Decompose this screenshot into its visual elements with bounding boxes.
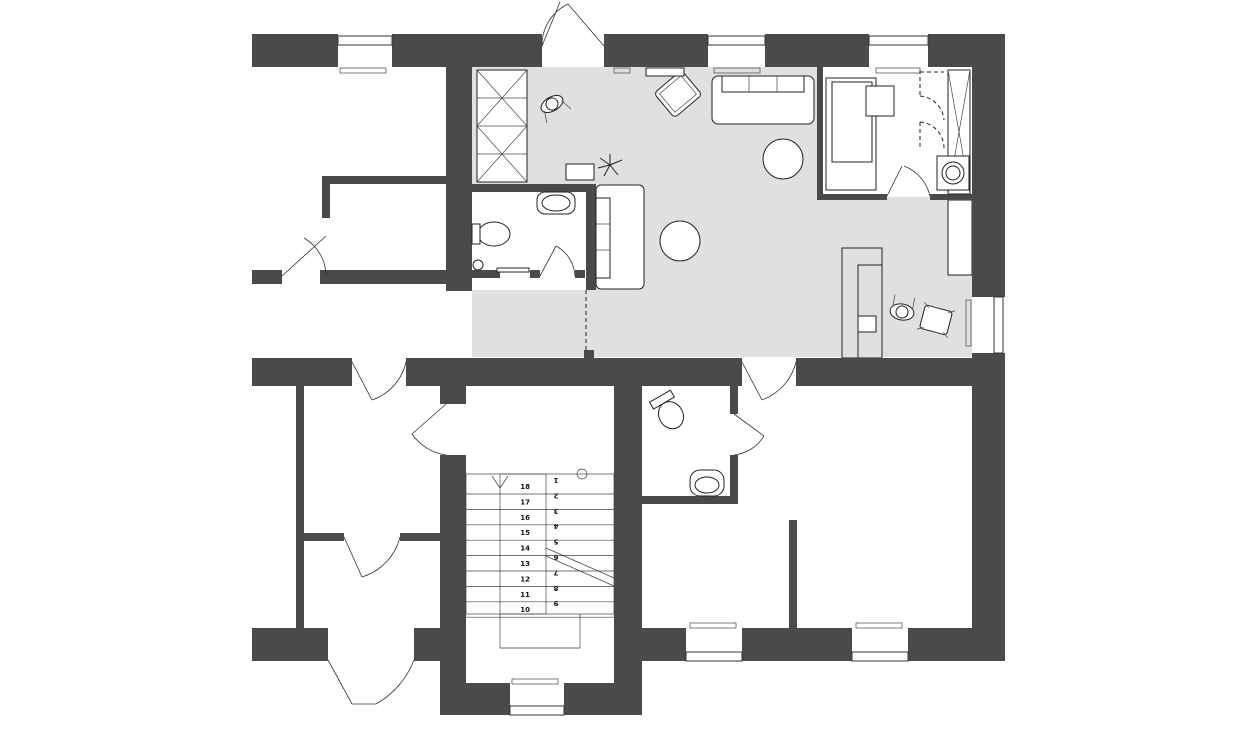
- office-chair: [916, 302, 956, 338]
- coffee-table: [762, 138, 804, 180]
- doors: [281, 1, 931, 705]
- stair-step-number: 5: [553, 538, 558, 546]
- person-figure: [540, 94, 572, 124]
- stair-step-number: 9: [553, 599, 558, 607]
- stair-step-number: 8: [553, 584, 558, 592]
- furniture: [471, 67, 971, 497]
- stair-step-number: 14: [520, 545, 530, 553]
- stair-step-number: 12: [520, 575, 530, 583]
- stair-step-number: 7: [553, 568, 558, 576]
- windows: [337, 35, 1004, 716]
- stair-step-number: 2: [553, 491, 558, 499]
- stair-step-number: 16: [520, 514, 530, 522]
- stair-step-number: 4: [553, 522, 558, 530]
- stair-step-number: 11: [520, 591, 530, 599]
- person-figure: [889, 294, 915, 321]
- toilet: [648, 389, 685, 430]
- coffee-table: [659, 220, 701, 262]
- stair-step-number: 1: [553, 476, 558, 484]
- laptop-icon: [857, 315, 877, 333]
- plant-icon: [597, 154, 623, 177]
- stair-step-number: 13: [520, 560, 530, 568]
- toilet: [471, 221, 511, 247]
- walls: [252, 34, 1005, 715]
- stair-step-number: 3: [553, 507, 558, 515]
- stair-step-number: 18: [520, 483, 530, 491]
- stair-step-number: 6: [553, 553, 558, 561]
- stair-step-number: 15: [520, 529, 530, 537]
- stair-step-number: 17: [520, 498, 530, 506]
- armchair: [655, 71, 701, 117]
- stair-step-number: 10: [520, 606, 530, 614]
